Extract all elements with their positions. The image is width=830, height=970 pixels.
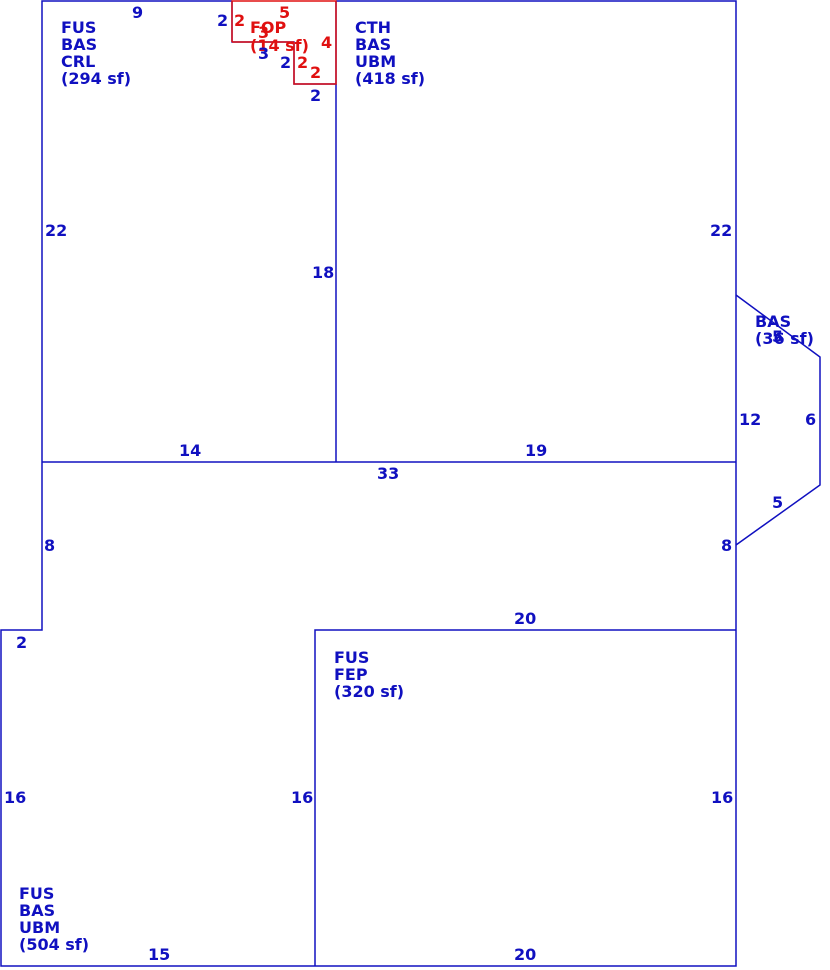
dim-porch-2-bottom: 2 <box>310 86 321 105</box>
area-lower-left-line-2: BAS <box>19 901 55 920</box>
area-label-lower-right: FUS FEP (320 sf) <box>334 648 404 701</box>
dim-top-9: 9 <box>132 3 143 22</box>
dim-right-8: 8 <box>721 536 732 555</box>
porch-outline <box>231 0 337 85</box>
area-top-left-line-4: (294 sf) <box>61 69 131 88</box>
area-top-left-line-1: FUS <box>61 18 96 37</box>
dim-porch-2-left: 2 <box>280 53 291 72</box>
dim-bay-5-top: 5 <box>772 327 783 346</box>
dim-bottom-20: 20 <box>514 945 536 964</box>
porch-dim-2b: 2 <box>297 53 308 72</box>
outer-boundary <box>0 0 737 967</box>
area-top-right-line-1: CTH <box>355 18 391 37</box>
area-lower-left-line-1: FUS <box>19 884 54 903</box>
dim-top-left-2: 2 <box>217 11 228 30</box>
dimension-labels: 9 2 22 18 22 14 19 33 8 8 12 6 5 5 2 20 … <box>4 3 816 964</box>
area-bay-line-2: (36 sf) <box>755 329 814 348</box>
porch-dim-5: 5 <box>279 3 290 22</box>
area-label-lower-left: FUS BAS UBM (504 sf) <box>19 884 89 954</box>
area-label-porch: FOP (14 sf) <box>250 18 309 55</box>
area-porch-line-1: FOP <box>250 18 287 37</box>
dim-fep-top-20: 20 <box>514 609 536 628</box>
porch-dim-4: 4 <box>321 33 332 52</box>
dim-bottom-19: 19 <box>525 441 547 460</box>
area-lower-right-line-1: FUS <box>334 648 369 667</box>
area-label-bay: BAS (36 sf) <box>755 312 814 348</box>
dim-porch-3: 3 <box>258 44 269 63</box>
area-label-top-right: CTH BAS UBM (418 sf) <box>355 18 425 88</box>
area-lower-right-line-3: (320 sf) <box>334 682 404 701</box>
dim-bay-5: 5 <box>772 493 783 512</box>
area-top-right-line-3: UBM <box>355 52 396 71</box>
fep-room-outline <box>314 629 736 966</box>
dim-mid-33: 33 <box>377 464 399 483</box>
dim-bottom-15: 15 <box>148 945 170 964</box>
dim-mid-18: 18 <box>312 263 334 282</box>
red-outlines <box>231 0 337 85</box>
porch-dimension-labels: 5 2 4 2 2 3 <box>234 3 332 82</box>
dim-bottom-14: 14 <box>179 441 201 460</box>
dim-mid-16: 16 <box>291 788 313 807</box>
area-porch-line-2: (14 sf) <box>250 36 309 55</box>
area-label-top-left: FUS BAS CRL (294 sf) <box>61 18 131 88</box>
area-lower-left-line-4: (504 sf) <box>19 935 89 954</box>
area-top-left-line-2: BAS <box>61 35 97 54</box>
dim-left-16: 16 <box>4 788 26 807</box>
area-top-right-line-2: BAS <box>355 35 391 54</box>
bay-outline <box>735 294 821 546</box>
dim-right-22: 22 <box>710 221 732 240</box>
dim-bay-12: 12 <box>739 410 761 429</box>
dim-right-16: 16 <box>711 788 733 807</box>
dim-left-22: 22 <box>45 221 67 240</box>
area-top-right-line-4: (418 sf) <box>355 69 425 88</box>
porch-dim-2c: 2 <box>310 63 321 82</box>
dim-bay-6: 6 <box>805 410 816 429</box>
porch-dim-3: 3 <box>258 23 269 42</box>
area-bay-line-1: BAS <box>755 312 791 331</box>
area-lower-right-line-2: FEP <box>334 665 368 684</box>
area-lower-left-line-3: UBM <box>19 918 60 937</box>
dim-left-8: 8 <box>44 536 55 555</box>
porch-dim-2a: 2 <box>234 11 245 30</box>
area-top-left-line-3: CRL <box>61 52 95 71</box>
dim-ledge-2: 2 <box>16 633 27 652</box>
